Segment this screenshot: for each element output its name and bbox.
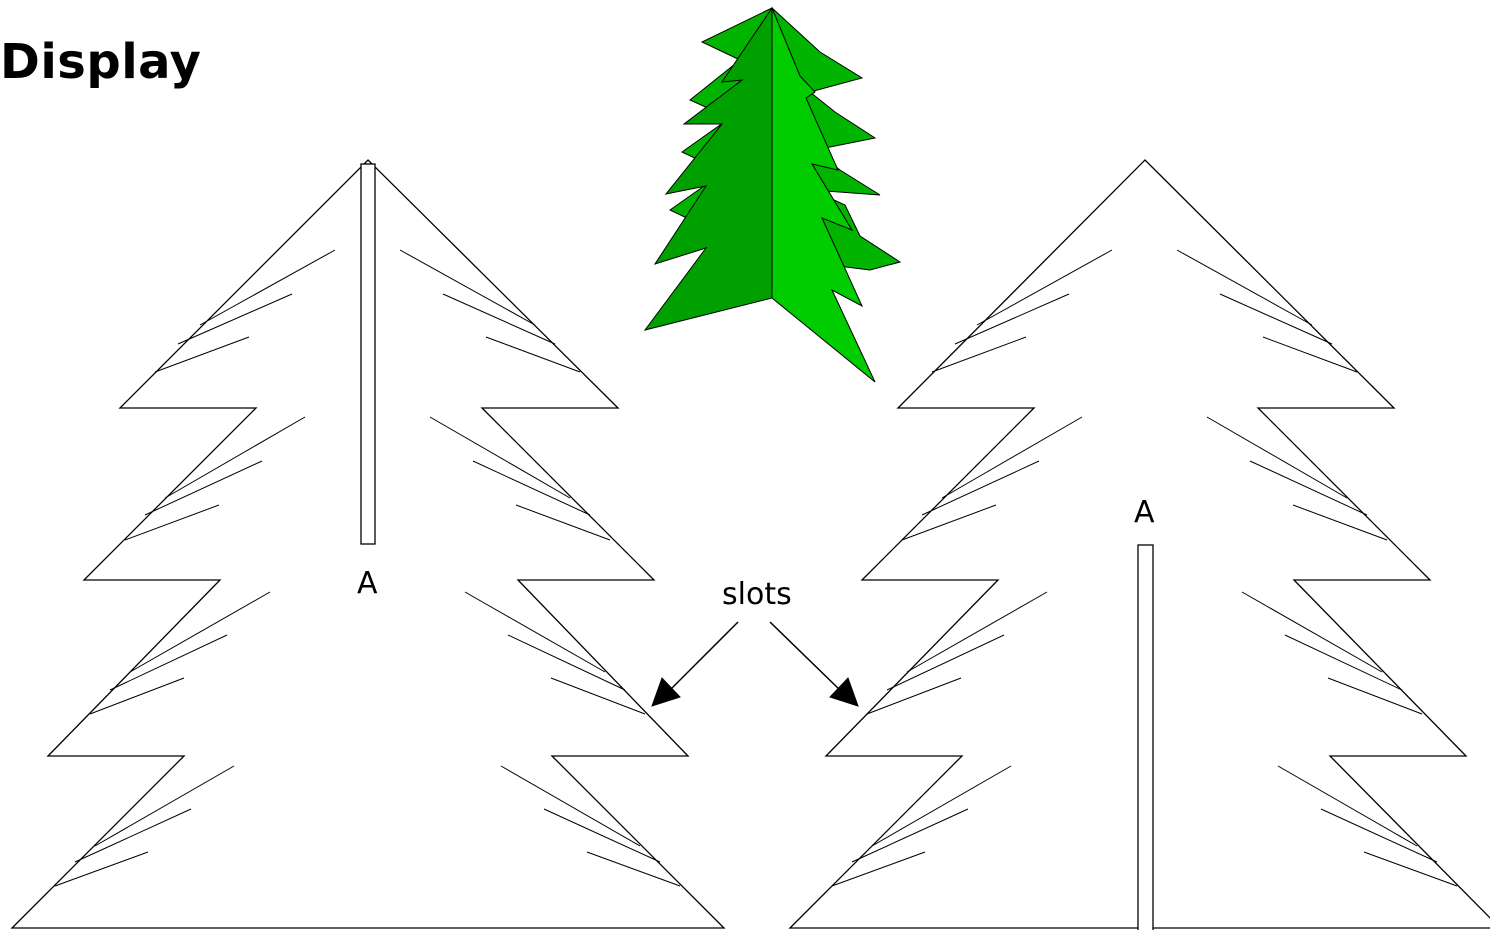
- right-tree-branch-lines: [831, 249, 1458, 887]
- left-tree-slot: [360, 163, 376, 545]
- tree-front-left: [643, 6, 773, 331]
- right-tree-cutout: A: [788, 159, 1490, 930]
- tree-front-right: [771, 7, 876, 383]
- arrowhead-left-icon: [651, 677, 681, 707]
- slot-label-left: A: [357, 566, 378, 601]
- left-tree-cutout: A: [10, 159, 726, 929]
- arrowhead-right-icon: [829, 677, 859, 707]
- slots-callout: slots: [651, 577, 859, 707]
- slot-label-right: A: [1134, 495, 1155, 530]
- arrow-to-right-slot: [769, 621, 843, 693]
- arrow-to-left-slot: [667, 621, 739, 693]
- page-title: Display: [0, 34, 202, 90]
- right-tree-slot: [1137, 544, 1154, 930]
- slots-label: slots: [722, 577, 792, 612]
- assembled-3d-tree-icon: [643, 6, 902, 383]
- left-tree-branch-lines: [54, 249, 681, 887]
